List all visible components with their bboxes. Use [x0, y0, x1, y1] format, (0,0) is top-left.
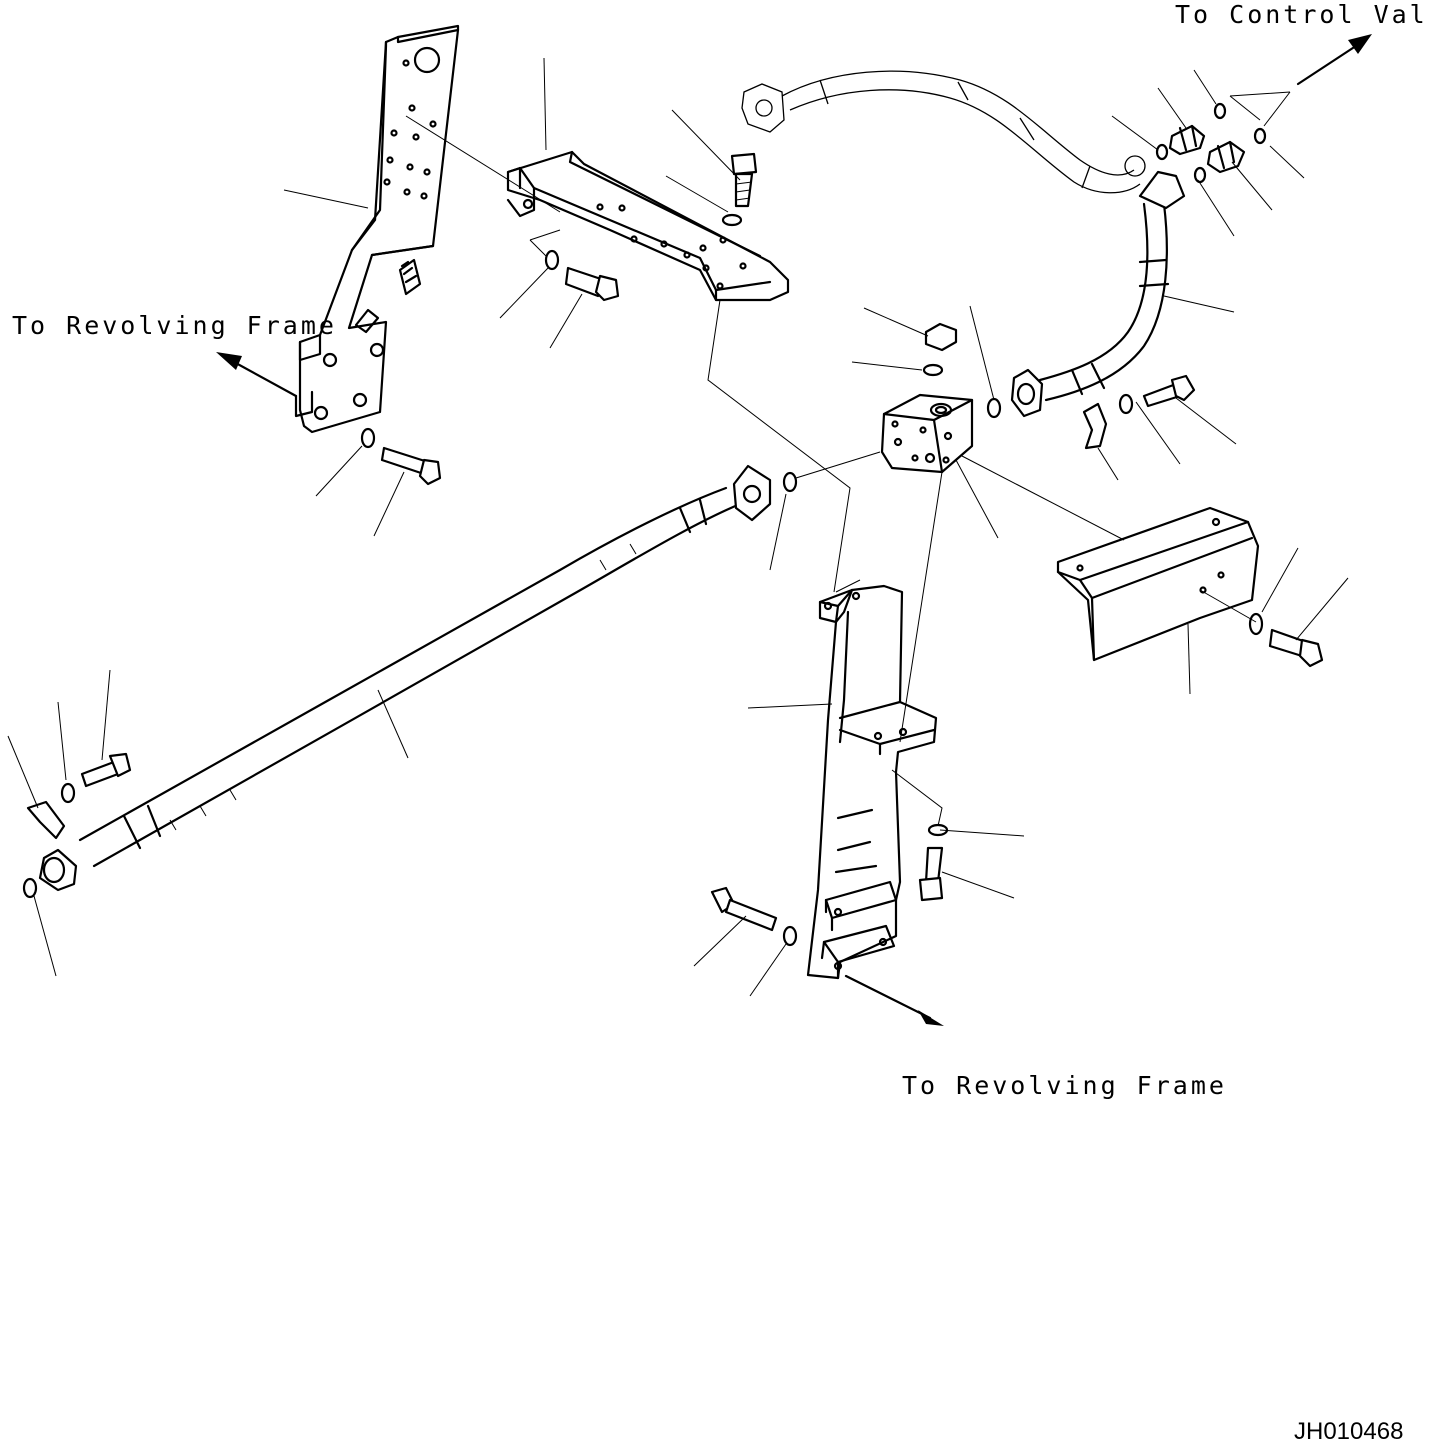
- junction-block: [880, 393, 974, 474]
- washers: [60, 213, 1264, 947]
- right-curved-hose: [1010, 170, 1186, 418]
- lower-vertical-bracket: [806, 584, 938, 980]
- to-control-valve-label: To Control Valve: [1175, 0, 1429, 29]
- leader-lines: [7, 57, 1349, 997]
- left-bracket-plate: [294, 24, 460, 434]
- to-revolving-frame-bottom-label: To Revolving Frame: [902, 1071, 1227, 1100]
- right-angle-bracket: [1056, 506, 1260, 662]
- to-revolving-frame-left-label: To Revolving Frame: [12, 311, 337, 340]
- connectors: [26, 124, 1246, 840]
- long-hose: [38, 464, 772, 892]
- arrow-icon: [216, 34, 1372, 1026]
- control-valve-hose: [741, 70, 1146, 194]
- drawing-id: JH010468: [1294, 1418, 1404, 1445]
- bolts: [80, 152, 1324, 932]
- o-rings: [22, 102, 1267, 899]
